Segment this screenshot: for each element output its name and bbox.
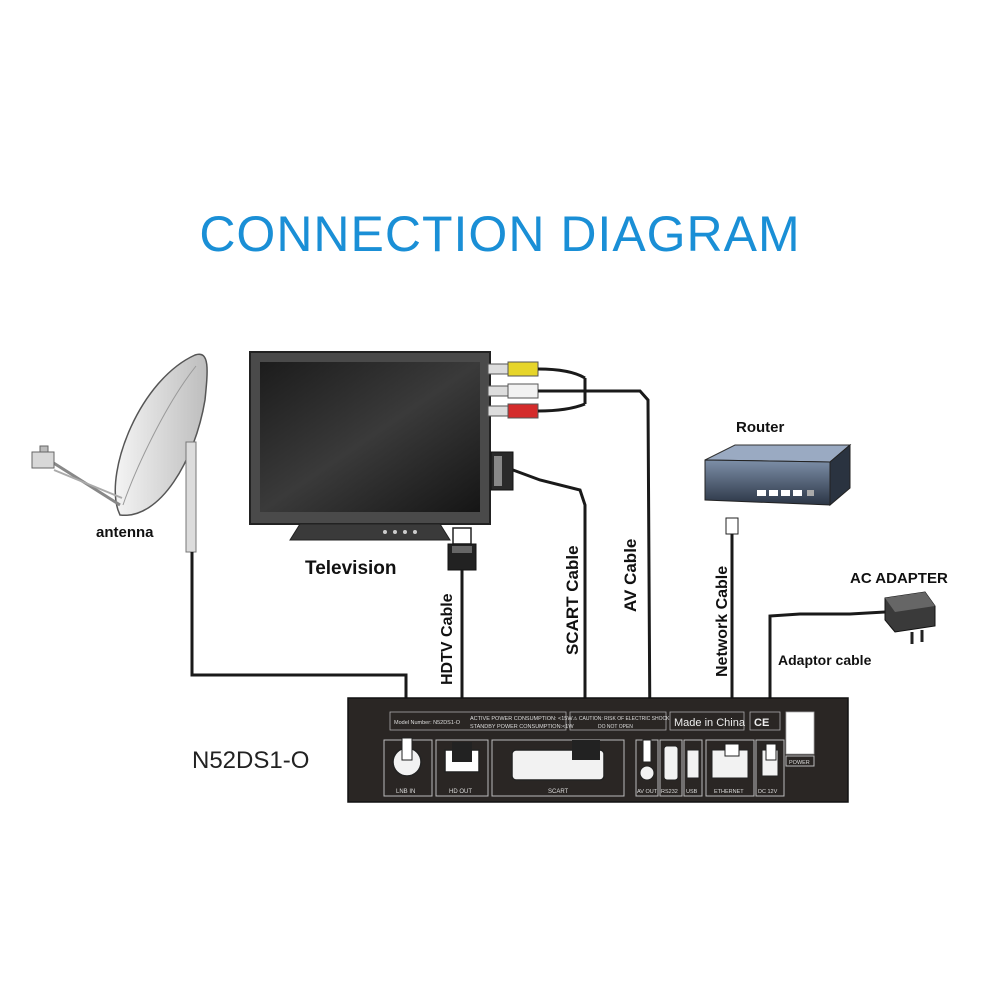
port-label-scart: SCART <box>548 789 569 795</box>
adaptor-cable-label: Adaptor cable <box>778 652 872 668</box>
satellite-dish <box>31 353 208 553</box>
rca-plugs <box>487 361 539 419</box>
port-label-usb: USB <box>686 789 698 795</box>
scart-cable <box>512 468 587 742</box>
panel-standby-power: STANDBY POWER CONSUMPTION:<1W <box>470 724 574 730</box>
network-cable-label: Network Cable <box>714 566 731 677</box>
port-label-hd-out: HD OUT <box>449 789 472 795</box>
port-label-lnb-in: LNB IN <box>396 789 415 795</box>
ac-adapter-label: AC ADAPTER <box>850 570 948 587</box>
panel-ce-mark: CE <box>754 717 769 729</box>
television-label: Television <box>305 558 397 579</box>
port-label-rs232: RS232 <box>661 789 678 795</box>
page-title: CONNECTION DIAGRAM <box>199 206 801 262</box>
television-set <box>249 351 491 541</box>
hdmi-plug <box>447 527 477 571</box>
antenna-label: antenna <box>96 524 154 541</box>
panel-made-in: Made in China <box>674 717 746 729</box>
port-label-power: POWER <box>789 760 810 766</box>
network-plug <box>725 517 739 535</box>
av-cable-label: AV Cable <box>621 539 640 612</box>
panel-do-not-open: DO NOT OPEN <box>598 724 633 730</box>
scart-cable-label: SCART Cable <box>563 545 582 655</box>
model-label: N52DS1-O <box>192 747 309 774</box>
adaptor-cable <box>768 610 886 748</box>
router <box>704 443 852 507</box>
port-label-dc12v: DC 12V <box>758 789 778 795</box>
scart-plug-tv <box>490 451 514 491</box>
receiver-back-panel <box>347 697 849 803</box>
panel-caution: ⚠ CAUTION: RISK OF ELECTRIC SHOCK <box>573 716 670 722</box>
port-label-ethernet: ETHERNET <box>714 789 744 795</box>
ac-adapter <box>884 591 936 644</box>
hdtv-cable-label: HDTV Cable <box>439 593 456 685</box>
port-label-av-out: AV OUT <box>637 789 658 795</box>
panel-active-power: ACTIVE POWER CONSUMPTION: <15W <box>470 716 573 722</box>
router-label: Router <box>736 419 784 436</box>
av-cable <box>537 367 652 743</box>
panel-model-number: Model Number: N52DS1-O <box>394 720 461 726</box>
